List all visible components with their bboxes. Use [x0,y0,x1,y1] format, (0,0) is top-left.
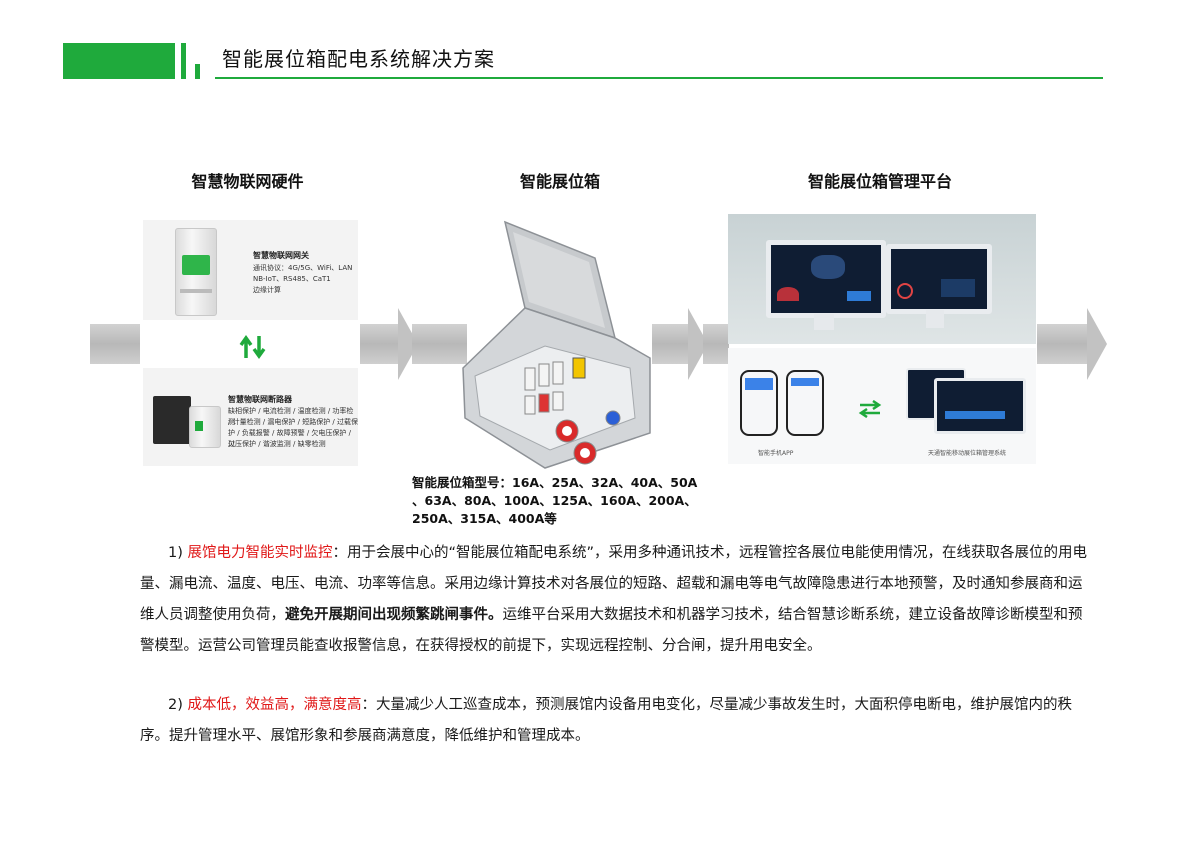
monitor-map-graphic [811,255,845,279]
paragraph-1: 1) 展馆电力智能实时监控：用于会展中心的“智能展位箱配电系统”，采用多种通讯技… [140,538,1090,662]
flow-arrow-shaft-3 [1037,324,1087,364]
p1-prefix: 1) [168,545,188,561]
breaker-device-side [189,406,221,448]
gateway-device-rail [180,289,212,293]
platform-monitors-image [728,214,1036,344]
monitor-stand-left [814,314,834,330]
flow-arrow-head-3 [1087,308,1107,380]
monitor-gauge-graphic [777,287,799,301]
header-bar-short [195,64,200,79]
box-model-line-1: 智能展位箱型号：16A、25A、32A、40A、50A [412,475,698,490]
box-model-line-2: 、63A、80A、100A、125A、160A、200A、 [412,493,697,508]
gateway-title: 智慧物联网网关 [253,251,309,260]
gateway-panel: 智慧物联网网关 通讯协议：4G/5G、WiFi、LAN NB-IoT、RS485… [143,220,358,320]
flow-arrow-tail-1 [90,324,140,364]
gateway-device-image [175,228,217,316]
monitor-screen-right [886,244,992,314]
phone-1-chart [745,378,773,390]
box-model-line-3: 250A、315A、400A等 [412,511,557,526]
gateway-device-label [182,255,210,275]
p2-highlight: 成本低，效益高，满意度高 [187,697,362,713]
gateway-line-3: 边缘计算 [253,286,281,294]
phone-image-1 [740,370,778,436]
paragraph-2: 2) 成本低，效益高，满意度高：大量减少人工巡查成本，预测展馆内设备用电变化，尽… [140,690,1090,752]
breaker-panel: 智慧物联网断路器 缺相保护 / 电流检测 / 温度检测 / 功率检测 / 计量检… [143,368,358,466]
header-green-block [63,43,175,79]
platform-app-panel: 智能手机APP 天通智能移动展位箱管理系统 [728,348,1036,464]
flow-arrow-tail-2 [412,324,467,364]
booth-box-image [455,218,655,470]
p2-text: ：大量减少人工巡查成本，预测展馆内设备用电变化，尽量减少事故发生时，大面积停电断… [140,697,1072,744]
p2-prefix: 2) [168,697,188,713]
p1-highlight: 展馆电力智能实时监控 [187,545,333,561]
flow-arrow-shaft-2 [652,324,688,364]
column-title-box: 智能展位箱 [519,172,600,191]
box-model-list: 智能展位箱型号：16A、25A、32A、40A、50A 、63A、80A、100… [412,474,712,528]
monitor-table-graphic [941,279,975,297]
breaker-title: 智慧物联网断路器 [228,395,292,404]
sync-updown-icon [238,334,268,360]
monitor-screen-left [766,240,886,318]
flow-arrow-tail-3 [703,324,729,364]
breaker-device-indicator [195,421,203,431]
header-underline [215,77,1103,79]
page-title: 智能展位箱配电系统解决方案 [222,47,495,71]
p1-bold: 避免开展期间出现频繁跳闸事件。 [285,607,503,623]
system-caption: 天通智能移动展位箱管理系统 [928,450,1007,457]
p1-text-2: 运维平台采用大数据技术和机器学习技术，结合智慧诊断系统，建立设备故障诊断模型和预… [140,607,1083,654]
app-caption: 智能手机APP [758,450,794,457]
flow-arrow-shaft-1 [360,324,398,364]
breaker-line-1: 缺相保护 / 电流检测 / 温度检测 / 功率检测 [228,407,354,426]
sync-arrows-icon [858,399,882,419]
breaker-line-3: 护 / 负载报警 / 故障预警 / 欠电压保护 / 过 [228,429,352,448]
system-screen-front [934,378,1026,434]
monitor-bar-graphic [847,291,871,301]
column-title-hardware: 智慧物联网硬件 [191,172,304,191]
phone-2-header [791,378,819,386]
phone-image-2 [786,370,824,436]
p1-text-1: ：用于会展中心的“智能展位箱配电系统”，采用多种通讯技术，远程管控各展位电能使用… [140,545,1088,623]
monitor-ring-graphic [897,283,913,299]
breaker-line-2: / 计量检测 / 漏电保护 / 短路保护 / 过载保 [228,418,359,426]
monitor-stand-right [926,310,944,328]
breaker-device-image [153,388,223,448]
gateway-line-1: 通讯协议：4G/5G、WiFi、LAN [253,264,353,272]
breaker-device-main [153,396,191,444]
column-title-platform: 智能展位箱管理平台 [807,172,952,191]
breaker-line-4: 欠压保护 / 谐波监测 / 缺零检测 [228,440,326,448]
gateway-line-2: NB-IoT、RS485、CaT1 [253,275,331,283]
header-bar-tall [181,43,186,79]
system-bar-graphic [945,411,1005,419]
